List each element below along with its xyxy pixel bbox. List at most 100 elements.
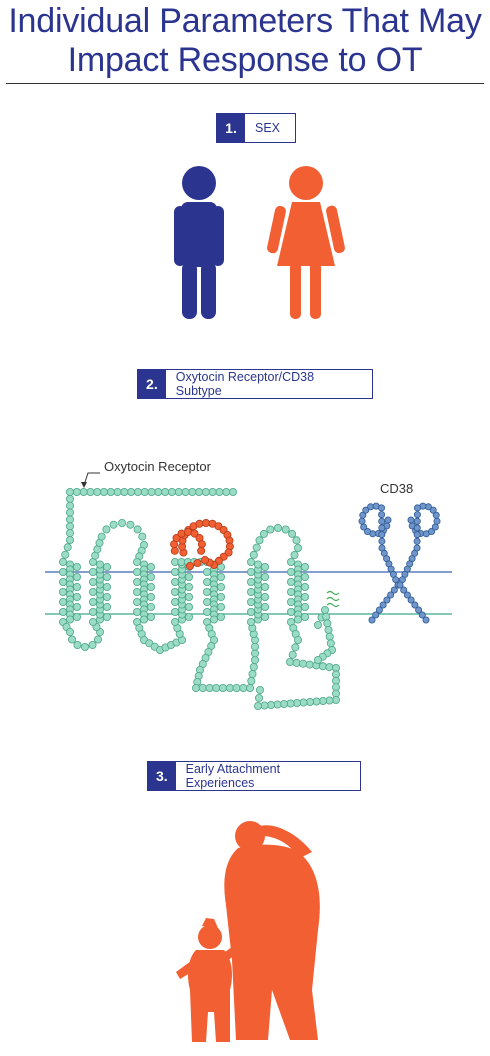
receptor-bead xyxy=(252,543,261,552)
receptor-bead xyxy=(286,588,295,597)
receptor-bead xyxy=(215,487,224,496)
receptor-bead xyxy=(299,698,308,707)
receptor-bead xyxy=(106,487,115,496)
receptor-bead xyxy=(290,551,299,560)
receptor-bead xyxy=(194,487,203,496)
receptor-bead xyxy=(246,598,255,607)
receptor-bead xyxy=(68,635,77,644)
receptor-bead xyxy=(61,550,70,559)
receptor-bead xyxy=(246,568,255,577)
receptor-bead xyxy=(170,618,179,627)
cd38-label: CD38 xyxy=(380,481,414,496)
receptor-bead xyxy=(293,544,302,553)
cd38-bead xyxy=(396,581,404,589)
receptor-bead xyxy=(132,558,141,567)
loop-bead xyxy=(201,519,210,528)
receptor-bead xyxy=(147,487,156,496)
cd38-bead xyxy=(413,511,421,519)
receptor-bead xyxy=(138,532,147,541)
receptor-bead xyxy=(66,536,75,545)
receptor-bead xyxy=(305,698,314,707)
receptor-bead xyxy=(266,525,275,534)
receptor-bead xyxy=(218,684,227,693)
receptor-bead xyxy=(96,560,105,569)
cd38-bead xyxy=(429,506,437,514)
receptor-bead xyxy=(170,598,179,607)
receptor-bead xyxy=(255,686,264,695)
receptor-bead xyxy=(228,487,237,496)
cd38-bead xyxy=(431,523,439,531)
receptor-bead xyxy=(202,588,211,597)
receptor-bead xyxy=(132,588,141,597)
receptor-bead xyxy=(66,487,75,496)
lipid-anchor-icon xyxy=(326,590,340,608)
title-line-1: Individual Parameters That May xyxy=(8,2,482,40)
receptor-bead xyxy=(326,639,335,648)
receptor-bead xyxy=(253,560,262,569)
receptor-bead xyxy=(89,568,98,577)
receptor-bead xyxy=(292,699,301,708)
receptor-bead xyxy=(300,573,309,582)
receptor-bead xyxy=(132,568,141,577)
receptor-bead xyxy=(146,593,155,602)
receptor-bead xyxy=(59,608,68,617)
cd38-bead xyxy=(378,531,386,539)
oxytocin-receptor-label: Oxytocin Receptor xyxy=(104,459,211,474)
receptor-bead xyxy=(93,487,102,496)
receptor-bead xyxy=(253,702,262,711)
receptor-bead xyxy=(250,656,259,665)
receptor-bead xyxy=(170,578,179,587)
receptor-bead xyxy=(89,578,98,587)
receptor-bead xyxy=(66,501,75,510)
receptor-bead xyxy=(273,524,282,533)
cd38-bead xyxy=(407,516,415,524)
cd38-bead xyxy=(375,606,383,614)
receptor-bead xyxy=(97,532,106,541)
receptor-bead xyxy=(170,568,179,577)
receptor-bead xyxy=(254,694,263,703)
receptor-bead xyxy=(73,583,82,592)
receptor-bead xyxy=(66,515,75,524)
receptor-bead xyxy=(188,487,197,496)
cd38-bead xyxy=(403,591,411,599)
receptor-bead xyxy=(239,684,248,693)
receptor-bead xyxy=(292,658,301,667)
section-1-label: 1. SEX xyxy=(216,113,296,143)
loop-bead xyxy=(195,519,204,528)
cd38-bead xyxy=(379,601,387,609)
cd38-bead xyxy=(433,517,441,525)
receptor-bead xyxy=(320,606,329,615)
receptor-bead xyxy=(66,628,75,637)
receptor-bead xyxy=(208,487,217,496)
receptor-bead xyxy=(286,598,295,607)
loop-bead xyxy=(193,559,202,568)
receptor-bead xyxy=(59,568,68,577)
cd38-bead xyxy=(378,537,386,545)
receptor-bead xyxy=(73,613,82,622)
receptor-bead xyxy=(281,525,290,534)
loop-bead xyxy=(200,556,209,565)
receptor-bead xyxy=(184,603,193,612)
section-1-number: 1. xyxy=(217,114,245,142)
receptor-bead xyxy=(146,613,155,622)
parent-child-silhouette-icon xyxy=(176,821,320,1042)
receptor-bead xyxy=(291,643,300,652)
cd38-bead xyxy=(411,601,419,609)
receptor-bead xyxy=(216,603,225,612)
receptor-bead xyxy=(225,684,234,693)
receptor-bead xyxy=(323,619,332,628)
receptor-bead xyxy=(132,578,141,587)
page-title: Individual Parameters That May Impact Re… xyxy=(0,2,490,80)
receptor-bead xyxy=(132,608,141,617)
receptor-bead xyxy=(318,697,327,706)
receptor-bead xyxy=(86,487,95,496)
cd38-bead xyxy=(418,611,426,619)
receptor-bead xyxy=(184,593,193,602)
loop-bead xyxy=(197,540,206,549)
receptor-bead xyxy=(133,487,142,496)
cd38-bead xyxy=(378,517,386,525)
receptor-bead xyxy=(260,613,269,622)
receptor-bead xyxy=(73,641,82,650)
section-3-text: Early Attachment Experiences xyxy=(185,762,281,790)
